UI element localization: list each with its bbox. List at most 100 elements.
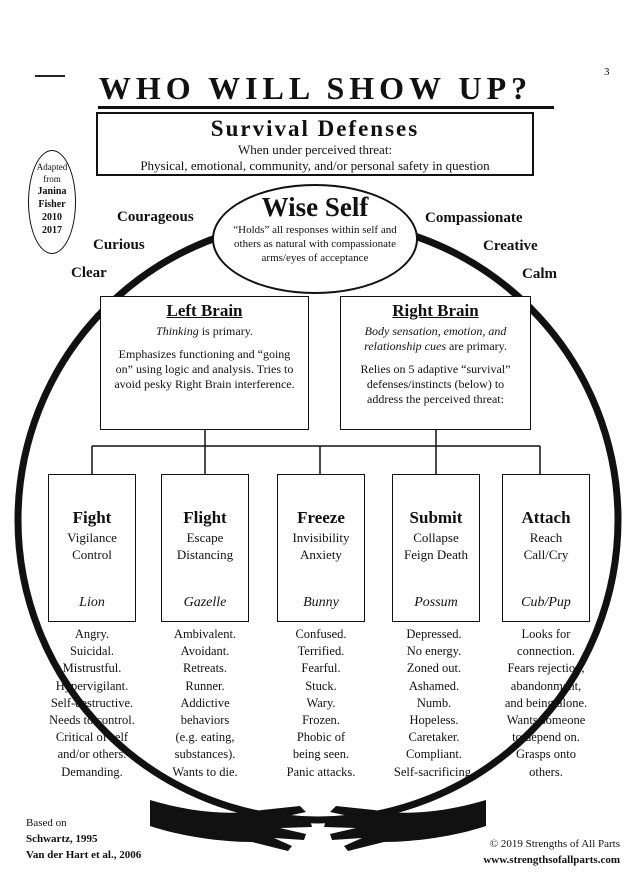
footer-copyright: © 2019 Strengths of All Parts www.streng…	[420, 836, 620, 868]
trait: connection.	[517, 644, 575, 659]
defense-attach-box: Attach Reach Call/Cry Cub/Pup	[502, 474, 590, 622]
left-hand-icon	[150, 800, 312, 851]
defense-animal: Lion	[79, 595, 105, 610]
adapted-name-2: Fisher	[38, 199, 66, 210]
trait: others.	[529, 764, 563, 779]
footer-source-2: Van der Hart et al., 2006	[26, 849, 142, 861]
quality-courageous: Courageous	[117, 209, 194, 225]
defense-line-2: Feign Death	[404, 547, 468, 562]
trait: Phobic of	[296, 730, 346, 745]
trait: Zoned out.	[406, 661, 462, 676]
footer-website-link[interactable]: www.strengthsofallparts.com	[483, 854, 620, 866]
trait: Hopeless.	[409, 713, 459, 728]
trait: Wary.	[306, 695, 336, 710]
quality-compassionate: Compassionate	[425, 210, 523, 226]
defense-name: Submit	[409, 508, 463, 527]
defense-fight-box: Fight Vigilance Control Lion	[48, 474, 136, 622]
trait: behaviors	[180, 713, 230, 728]
defense-flight-box: Flight Escape Distancing Gazelle	[161, 474, 249, 622]
footer-credits: Based on Schwartz, 1995 Van der Hart et …	[26, 815, 141, 863]
defense-line-1: Collapse	[413, 530, 459, 545]
trait: Needs to control.	[49, 713, 135, 728]
attach-traits: Looks for connection. Fears rejection, a…	[494, 626, 598, 781]
defense-animal: Possum	[414, 595, 458, 610]
quality-curious: Curious	[93, 237, 145, 253]
quality-calm: Calm	[522, 266, 557, 282]
trait: Frozen.	[302, 713, 340, 728]
adapted-name-1: Janina	[37, 186, 67, 197]
defense-line-1: Invisibility	[292, 530, 350, 545]
left-brain-emphasis: Thinking	[156, 324, 199, 338]
adapted-line-2: from	[43, 174, 61, 184]
defense-line-2: Control	[72, 547, 112, 562]
trait: Demanding.	[61, 764, 123, 779]
survival-line-1: When under perceived threat:	[237, 142, 393, 157]
trait: Fearful.	[301, 661, 341, 676]
adapted-from-badge: Adapted from Janina Fisher 2010 2017	[28, 150, 76, 254]
defense-line-2: Call/Cry	[523, 547, 569, 562]
page-title: WHO WILL SHOW UP?	[98, 70, 533, 106]
connector-lines	[91, 430, 541, 474]
adapted-line-1: Adapted	[36, 162, 68, 172]
footer-source-1: Schwartz, 1995	[26, 833, 98, 845]
trait: Panic attacks.	[286, 764, 356, 779]
defense-name: Attach	[521, 508, 571, 527]
trait: Ambivalent.	[173, 627, 237, 641]
defense-name: Freeze	[297, 508, 345, 527]
trait: Critical of self	[55, 730, 129, 745]
defense-line-1: Vigilance	[67, 530, 117, 545]
trait: being seen.	[292, 747, 350, 762]
trait: Hypervigilant.	[55, 678, 129, 693]
trait: to depend on.	[512, 730, 580, 745]
right-brain-heading: Right Brain	[392, 301, 479, 320]
trait: Confused.	[295, 627, 347, 641]
defense-animal: Cub/Pup	[521, 595, 571, 610]
trait: Suicidal.	[69, 644, 115, 659]
trait: Avoidant.	[180, 644, 230, 659]
trait: Numb.	[416, 695, 452, 710]
trait: Mistrustful.	[62, 661, 122, 676]
defense-name: Fight	[72, 508, 112, 527]
corner-dash	[35, 75, 65, 77]
wise-self-ellipse: Wise Self “Holds” all responses within s…	[212, 184, 418, 294]
trait: Compliant.	[406, 747, 462, 762]
adapted-year-2: 2017	[42, 225, 62, 236]
survival-line-2: Physical, emotional, community, and/or p…	[140, 158, 490, 173]
left-brain-body: Emphasizes functioning and “going on” us…	[114, 347, 295, 391]
trait: Wants someone	[506, 713, 586, 728]
defense-animal: Bunny	[303, 595, 339, 610]
trait: Addictive	[180, 695, 230, 710]
trait: Runner.	[185, 678, 225, 693]
survival-heading: Survival Defenses	[210, 116, 420, 141]
trait: Caretaker.	[408, 730, 460, 745]
trait: substances).	[174, 747, 236, 762]
trait: and being alone.	[504, 695, 588, 710]
right-brain-emphasis: Body sensation, emotion, and relationshi…	[364, 324, 507, 353]
trait: Self-destructive.	[50, 695, 134, 710]
defense-animal: Gazelle	[183, 595, 227, 610]
footer-based-on: Based on	[26, 817, 67, 829]
adapted-year-1: 2010	[42, 212, 62, 223]
survival-defenses-box: Survival Defenses When under perceived t…	[96, 112, 534, 176]
quality-clear: Clear	[71, 265, 107, 281]
wise-self-heading: Wise Self	[261, 192, 369, 222]
trait: No energy.	[406, 644, 462, 659]
left-brain-heading: Left Brain	[166, 301, 243, 320]
defense-line-1: Escape	[186, 530, 224, 545]
defense-submit-box: Submit Collapse Feign Death Possum	[392, 474, 480, 622]
title-underline	[98, 106, 554, 109]
freeze-traits: Confused. Terrified. Fearful. Stuck. War…	[269, 626, 373, 781]
trait: Grasps onto	[515, 747, 577, 762]
trait: Ashamed.	[408, 678, 460, 693]
defense-line-1: Reach	[529, 530, 563, 545]
footer-copyright-line: © 2019 Strengths of All Parts	[489, 838, 620, 850]
flight-traits: Ambivalent. Avoidant. Retreats. Runner. …	[153, 626, 257, 781]
right-brain-box: Right Brain Body sensation, emotion, and…	[340, 296, 531, 430]
fight-traits: Angry. Suicidal. Mistrustful. Hypervigil…	[40, 626, 144, 781]
right-brain-line-1: are primary.	[446, 339, 507, 353]
trait: and/or others.	[57, 747, 127, 762]
trait: Wants to die.	[172, 764, 238, 779]
trait: Terrified.	[297, 644, 345, 659]
trait: Depressed.	[406, 627, 462, 641]
right-brain-body: Relies on 5 adaptive “survival” defenses…	[360, 362, 511, 406]
